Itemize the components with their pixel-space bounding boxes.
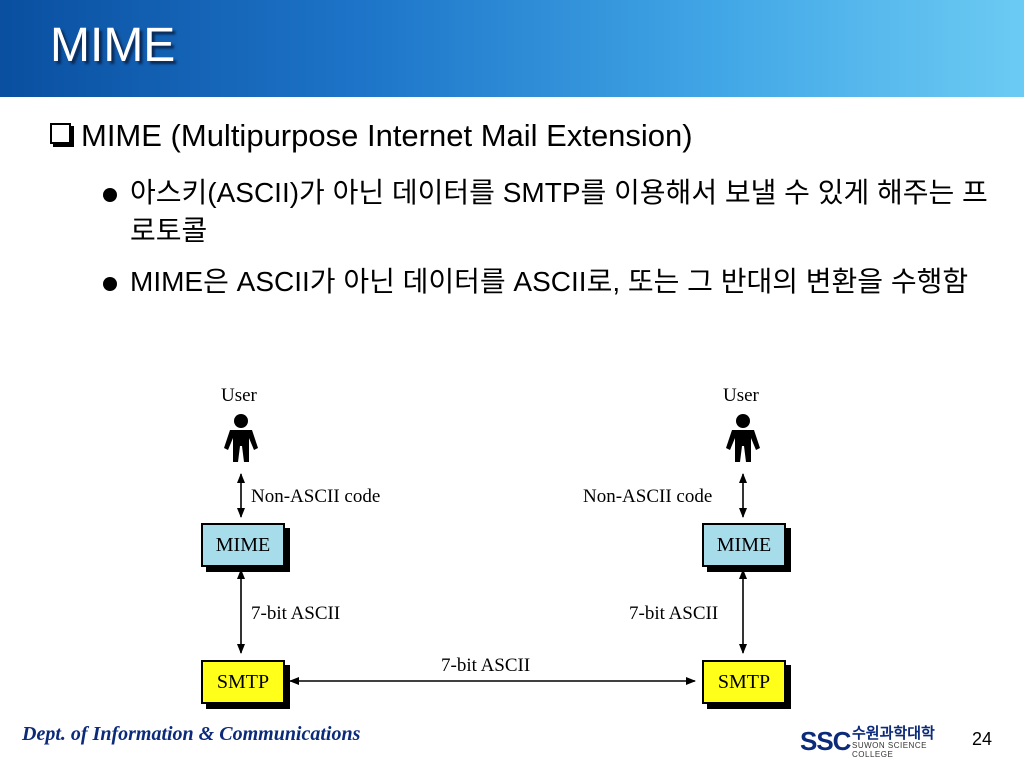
- sub-bullet-2: MIME은 ASCII가 아닌 데이터를 ASCII로, 또는 그 반대의 변환…: [103, 263, 1003, 343]
- diagram-arrows: [224, 414, 760, 685]
- right-user-label: User: [723, 385, 759, 406]
- left-user-icon: [224, 414, 258, 462]
- middle-7bit-label: 7-bit ASCII: [441, 655, 531, 676]
- left-nonascii-label: Non-ASCII code: [251, 486, 381, 507]
- sub-bullet-1: 아스키(ASCII)가 아닌 데이터를 SMTP를 이용해서 보낼 수 있게 해…: [103, 174, 1003, 254]
- left-smtp-box: SMTP: [201, 660, 285, 704]
- main-bullet: MIME (Multipurpose Internet Mail Extensi…: [50, 118, 693, 154]
- slide-title: MIME: [50, 19, 176, 72]
- bullet-dot-icon: [103, 277, 117, 291]
- main-bullet-text: MIME (Multipurpose Internet Mail Extensi…: [81, 118, 693, 153]
- left-mime-box: MIME: [201, 523, 285, 567]
- bullet-dot-icon: [103, 188, 117, 202]
- right-mime-box: MIME: [702, 523, 786, 567]
- logo-korean: 수원과학대학: [852, 725, 935, 742]
- left-user-label: User: [221, 385, 257, 406]
- mime-diagram: User User Non-ASCII code Non-ASCII code …: [0, 370, 1024, 710]
- right-nonascii-label: Non-ASCII code: [583, 486, 713, 507]
- logo-english: SUWON SCIENCE COLLEGE: [852, 741, 927, 759]
- right-smtp-box: SMTP: [702, 660, 786, 704]
- left-7bit-label: 7-bit ASCII: [251, 603, 341, 624]
- sub-bullet-1-text: 아스키(ASCII)가 아닌 데이터를 SMTP를 이용해서 보낼 수 있게 해…: [130, 177, 988, 246]
- page-number: 24: [972, 729, 993, 749]
- right-user-icon: [726, 414, 760, 462]
- department-footer: Dept. of Information & Communications: [22, 723, 361, 745]
- college-logo: SSC 수원과학대학 SUWON SCIENCE COLLEGE: [800, 712, 960, 762]
- title-bar: MIME: [0, 0, 1024, 97]
- logo-abbr: SSC: [800, 726, 851, 756]
- square-bullet-icon: [50, 123, 71, 144]
- right-7bit-label: 7-bit ASCII: [629, 603, 719, 624]
- sub-bullet-2-text: MIME은 ASCII가 아닌 데이터를 ASCII로, 또는 그 반대의 변환…: [130, 266, 969, 297]
